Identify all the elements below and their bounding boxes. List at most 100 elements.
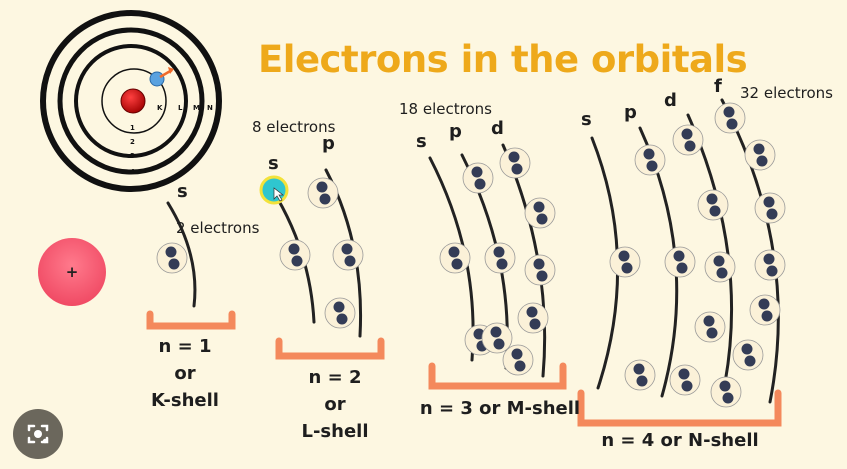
visual-search-button[interactable]: [13, 409, 63, 459]
positive-nucleus: +: [38, 238, 106, 306]
electron: [344, 255, 356, 267]
electron: [684, 140, 696, 152]
atom-electron: [149, 71, 165, 87]
atom-nucleus: [120, 88, 146, 114]
electron-pair: [694, 311, 726, 343]
shell-1-capacity: 2 electrons: [176, 219, 260, 237]
electron-pair: [609, 246, 641, 278]
svg-text:2: 2: [130, 138, 135, 146]
electron: [165, 246, 177, 258]
svg-text:+: +: [66, 263, 79, 281]
electron: [706, 193, 718, 205]
electron: [681, 128, 693, 140]
electron: [741, 343, 753, 355]
electron: [533, 258, 545, 270]
electron-pair: [714, 102, 746, 134]
shell-brackets: [146, 310, 782, 427]
electron: [763, 196, 775, 208]
svg-text:4: 4: [130, 168, 135, 176]
electron: [316, 181, 328, 193]
electron-pair: [710, 376, 742, 408]
electron: [336, 313, 348, 325]
orbital-label: s: [177, 181, 188, 202]
electron-pair: [462, 162, 494, 194]
electron: [744, 355, 756, 367]
electron: [763, 253, 775, 265]
electron-pair: [439, 242, 471, 274]
electron-pair: [502, 344, 534, 376]
electron: [511, 348, 523, 360]
electron: [633, 363, 645, 375]
electron: [621, 262, 633, 274]
shell-3-label: n = 3 or M-shell: [419, 398, 581, 419]
shell-letter: K: [157, 104, 163, 112]
electron: [766, 265, 778, 277]
electron-pair: [749, 294, 781, 326]
orbital-label: f: [714, 76, 722, 97]
electron: [713, 255, 725, 267]
electron: [526, 306, 538, 318]
electron: [291, 255, 303, 267]
electron-pair: [732, 339, 764, 371]
electron: [493, 246, 505, 258]
electron: [490, 326, 502, 338]
orbital-label: s: [416, 131, 427, 152]
electron-pair: [634, 144, 666, 176]
electron-pair: [754, 192, 786, 224]
orbital-label: p: [449, 121, 462, 142]
electron-pair: [669, 364, 701, 396]
orbital-label: p: [322, 133, 335, 154]
electron: [319, 193, 331, 205]
cursor-icon: [273, 187, 285, 202]
electron: [681, 380, 693, 392]
electron: [643, 148, 655, 160]
electron-pair: [279, 239, 311, 271]
electron-pair: [697, 189, 729, 221]
shell-4-capacity: 32 electrons: [740, 84, 833, 102]
electron: [722, 392, 734, 404]
electron: [756, 155, 768, 167]
electron: [723, 106, 735, 118]
electron: [709, 205, 721, 217]
electron: [474, 178, 486, 190]
electron: [766, 208, 778, 220]
electron: [529, 318, 541, 330]
electron: [719, 380, 731, 392]
page-title: Electrons in the orbitals: [258, 38, 748, 81]
electron: [168, 258, 180, 270]
electron-pair: [624, 359, 656, 391]
electron-pair: [307, 177, 339, 209]
electron: [758, 298, 770, 310]
electron-pair: [744, 139, 776, 171]
electron: [726, 118, 738, 130]
electron: [646, 160, 658, 172]
svg-text:1: 1: [130, 124, 135, 132]
electron: [471, 166, 483, 178]
orbital-label: p: [624, 102, 637, 123]
electron: [493, 338, 505, 350]
electron-pair: [332, 239, 364, 271]
electron-pair: [754, 249, 786, 281]
orbital-label: s: [581, 109, 592, 130]
orbital-label: s: [268, 153, 279, 174]
electron-pair: [499, 147, 531, 179]
bohr-atom-model: K L M N 1 2 3 4: [40, 10, 222, 192]
electron: [716, 267, 728, 279]
electron-pair: [704, 251, 736, 283]
electron: [451, 258, 463, 270]
electron: [676, 262, 688, 274]
electron-pair: [517, 302, 549, 334]
shell-2-capacity: 8 electrons: [252, 118, 336, 136]
electron-pair: [524, 254, 556, 286]
electron: [511, 163, 523, 175]
electron: [761, 310, 773, 322]
electron: [533, 201, 545, 213]
svg-text:L: L: [178, 104, 183, 112]
electron: [673, 250, 685, 262]
orbital-label: d: [491, 118, 504, 139]
electron-pair: [664, 246, 696, 278]
electron: [333, 301, 345, 313]
